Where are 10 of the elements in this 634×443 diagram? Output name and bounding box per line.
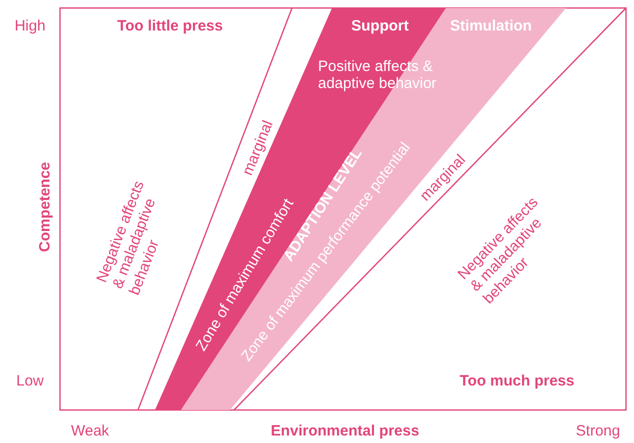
- axis-title: Environmental press: [270, 422, 420, 440]
- region-label: Too much press: [460, 372, 574, 390]
- region-label: Too little press: [117, 17, 223, 35]
- axis-title: Competence: [36, 162, 54, 252]
- axis-tick-label: High: [14, 17, 46, 35]
- band-heading: Stimulation: [450, 17, 532, 35]
- axis-tick-label: Strong: [576, 422, 620, 440]
- band-heading: Support: [351, 17, 409, 35]
- axis-tick-label: Weak: [70, 422, 110, 440]
- axis-tick-label: Low: [16, 372, 44, 390]
